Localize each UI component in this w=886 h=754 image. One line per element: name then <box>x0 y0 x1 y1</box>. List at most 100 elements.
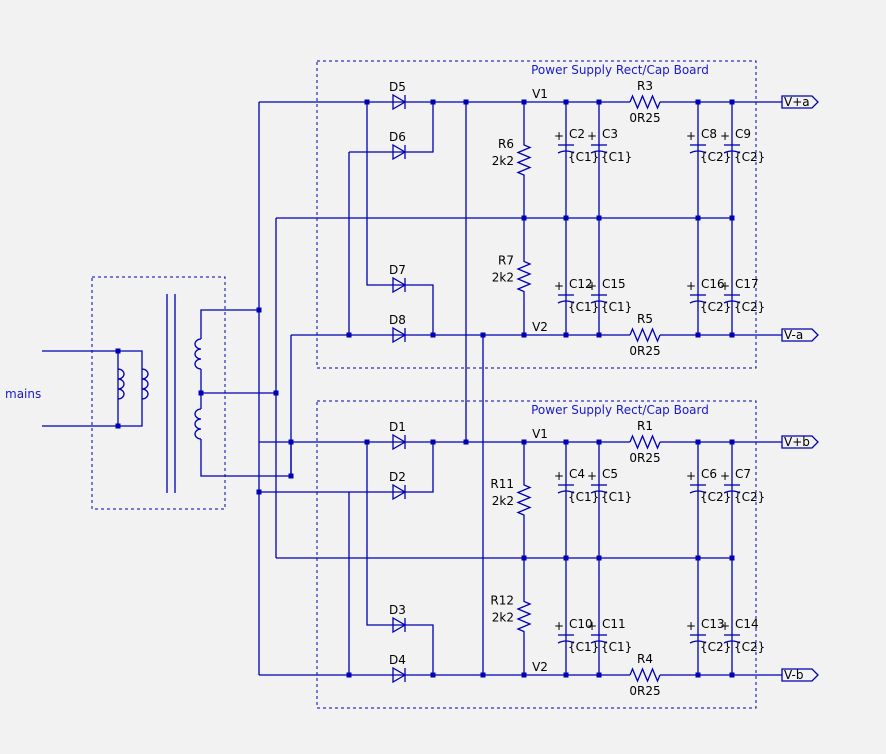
diode-triangle <box>392 616 407 634</box>
diode-triangle <box>392 433 407 451</box>
junction-dot <box>346 672 352 678</box>
diode-triangle <box>392 143 407 161</box>
cap-plus: + <box>587 279 597 293</box>
port-shape <box>781 95 819 109</box>
capacitor-c16: +C16{C2} <box>686 277 731 314</box>
junction-dot <box>256 307 262 313</box>
diode-label: D8 <box>389 313 406 327</box>
port-label: V-b <box>784 668 803 682</box>
diode-triangle <box>392 483 407 501</box>
diode-triangle <box>392 666 407 684</box>
schematic-static: mains <box>5 102 486 678</box>
resistor-body <box>516 102 532 218</box>
capacitor-c4: +C4{C1} <box>554 467 599 504</box>
diode-d2: D2 <box>389 470 407 501</box>
board-title: Power Supply Rect/Cap Board <box>531 63 709 77</box>
capacitor-c10: +C10{C1} <box>554 617 599 654</box>
junction-dot <box>563 215 569 221</box>
cap-value: {C1} <box>568 490 599 504</box>
secondary-wire <box>200 439 291 477</box>
diode-label: D2 <box>389 470 406 484</box>
cap-plate-bottom <box>557 490 575 494</box>
cap-plate-bottom <box>723 490 741 494</box>
resistor-ref: R5 <box>637 312 653 326</box>
transformer: mains <box>5 276 291 510</box>
cap-plate-bottom <box>557 150 575 154</box>
primary-wire <box>42 350 119 427</box>
junction-dot <box>521 439 527 445</box>
cap-value: {C2} <box>734 640 765 654</box>
cap-plus: + <box>554 279 564 293</box>
port-vplusminus-a: V+a <box>781 95 819 109</box>
junction-dot <box>596 215 602 221</box>
cap-value: {C1} <box>601 490 632 504</box>
junction-dot <box>695 99 701 105</box>
capacitor-c3: +C3{C1} <box>587 127 632 164</box>
resistor-body <box>629 434 661 450</box>
junction-dot <box>596 439 602 445</box>
coil-winding <box>117 368 125 400</box>
cap-plus: + <box>686 619 696 633</box>
cap-plus: + <box>720 469 730 483</box>
cap-plus: + <box>720 129 730 143</box>
interconnect-wires <box>256 102 486 678</box>
junction-dot <box>288 473 294 479</box>
capacitor-c11: +C11{C1} <box>587 617 632 654</box>
cap-plate-bottom <box>723 300 741 304</box>
port-label: V+a <box>784 95 810 109</box>
port-shape <box>781 668 819 682</box>
diode-d6: D6 <box>389 130 407 161</box>
port-label: V+b <box>784 435 810 449</box>
wire <box>366 442 434 675</box>
resistor-ref: R6 <box>498 137 514 151</box>
junction-dot <box>596 672 602 678</box>
cap-ref: C2 <box>569 127 585 141</box>
cap-value: {C2} <box>734 300 765 314</box>
port-shape <box>781 435 819 449</box>
node-label: V1 <box>532 427 548 441</box>
port-shape <box>781 328 819 342</box>
node-label: V2 <box>532 660 548 674</box>
cap-ref: C7 <box>735 467 751 481</box>
junction-dot <box>115 348 121 354</box>
junction-dot <box>521 99 527 105</box>
cap-plate-bottom <box>557 640 575 644</box>
cap-ref: C3 <box>602 127 618 141</box>
cap-plate-bottom <box>689 640 707 644</box>
junction-dot <box>115 423 121 429</box>
capacitor-c17: +C17{C2} <box>720 277 765 314</box>
junction-dot <box>563 99 569 105</box>
port-vminus-a: V-a <box>781 328 819 342</box>
cap-value: {C2} <box>700 150 731 164</box>
junction-dot <box>729 672 735 678</box>
junction-dot <box>563 439 569 445</box>
mains-label: mains <box>5 387 41 401</box>
junction-dot <box>695 439 701 445</box>
cap-plus: + <box>554 129 564 143</box>
resistor-value: 2k2 <box>492 494 514 508</box>
junction-dot <box>521 672 527 678</box>
diode-triangle <box>392 326 407 344</box>
port-label: V-a <box>784 328 803 342</box>
junction-dot <box>695 215 701 221</box>
resistor-body <box>516 442 532 558</box>
cap-ref: C11 <box>602 617 626 631</box>
resistor-value: 0R25 <box>629 111 660 125</box>
board-b: Power Supply Rect/Cap BoardD1D2D3D4V1V2R… <box>259 400 819 709</box>
cap-ref: C12 <box>569 277 593 291</box>
diode-d5: D5 <box>389 80 407 111</box>
capacitor-c15: +C15{C1} <box>587 277 632 314</box>
resistor-value: 2k2 <box>492 271 514 285</box>
capacitor-c9: +C9{C2} <box>720 127 765 164</box>
cap-ref: C10 <box>569 617 593 631</box>
resistor-value: 2k2 <box>492 611 514 625</box>
cap-plus: + <box>554 619 564 633</box>
junction-dot <box>364 99 370 105</box>
junction-dot <box>729 332 735 338</box>
junction-dot <box>596 555 602 561</box>
capacitor-c7: +C7{C2} <box>720 467 765 504</box>
